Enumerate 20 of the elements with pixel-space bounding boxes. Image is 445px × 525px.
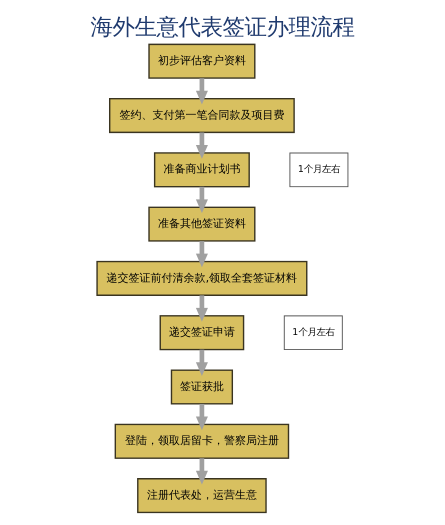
diagram-title: 海外生意代表签证办理流程 (90, 14, 354, 40)
node-box: 递交签证申请 (160, 315, 244, 350)
arrow (196, 404, 208, 430)
node-box: 1个月左右 (289, 152, 348, 188)
arrow (196, 78, 208, 105)
arrow (196, 295, 208, 322)
node-box: 递交签证前付清余款,领取全套签证材料 (96, 260, 308, 296)
node-box: 初步评估客户资料 (148, 44, 256, 79)
node-box: 1个月左右 (284, 315, 343, 350)
arrow (196, 186, 208, 214)
node-box: 签证获批 (170, 369, 234, 405)
node-box: 准备其他签证资料 (148, 206, 256, 242)
node-box: 登陆，领取居留卡，警察局注册 (114, 424, 290, 459)
arrow (196, 241, 208, 268)
arrow (196, 458, 208, 485)
node-box: 准备商业计划书 (154, 152, 250, 188)
node-box: 注册代表处，运营生意 (137, 478, 267, 514)
arrow (196, 350, 208, 376)
node-box: 签约、支付第一笔合同款及项目费 (109, 98, 295, 134)
arrow (196, 132, 208, 159)
